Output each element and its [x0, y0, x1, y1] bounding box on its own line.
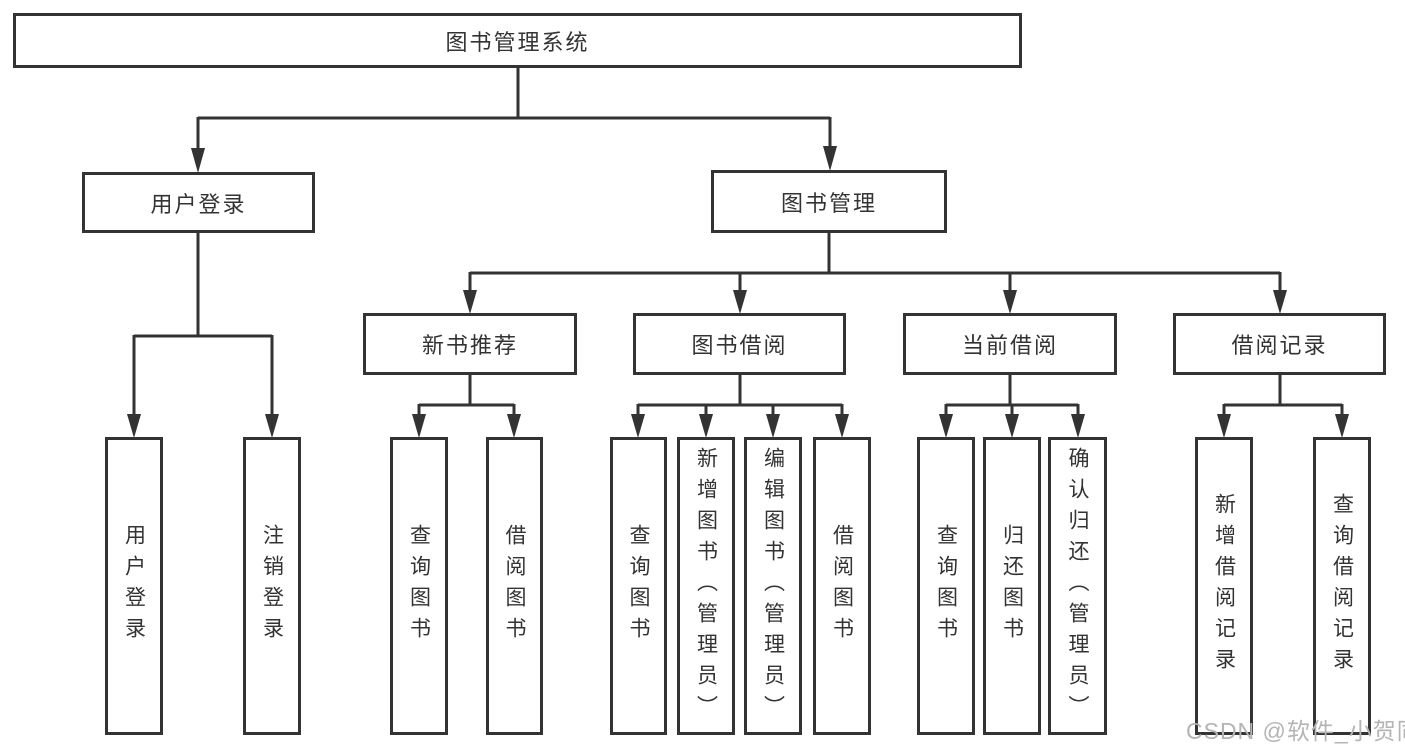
node-new-book-recommendation: 新书推荐 — [363, 313, 577, 375]
csdn-watermark: CSDN @软件_小贺同学 — [1186, 718, 1405, 744]
leaf-add-borrow-record: 新增借阅记录 — [1195, 437, 1253, 735]
node-book-management: 图书管理 — [711, 170, 947, 233]
node-current-borrowing: 当前借阅 — [903, 313, 1117, 375]
leaf-query-book-recommend: 查询图书 — [390, 437, 448, 735]
node-borrowing-records: 借阅记录 — [1173, 313, 1386, 375]
node-book-borrowing: 图书借阅 — [633, 313, 846, 375]
leaf-borrow-book: 借阅图书 — [813, 437, 871, 735]
leaf-borrow-book-recommend: 借阅图书 — [486, 437, 543, 735]
leaf-query-book-borrow: 查询图书 — [610, 437, 667, 735]
leaf-logout: 注销登录 — [243, 437, 301, 735]
leaf-add-book-admin: 新增图书（管理员） — [677, 437, 735, 735]
node-user-login: 用户登录 — [82, 172, 315, 233]
leaf-query-borrow-record: 查询借阅记录 — [1313, 437, 1371, 735]
leaf-edit-book-admin: 编辑图书（管理员） — [744, 437, 802, 735]
node-library-management-system: 图书管理系统 — [13, 13, 1022, 68]
leaf-return-book: 归还图书 — [983, 437, 1041, 735]
leaf-confirm-return-admin: 确认归还（管理员） — [1048, 437, 1107, 735]
leaf-user-login: 用户登录 — [105, 437, 163, 735]
leaf-query-book-current: 查询图书 — [917, 437, 975, 735]
